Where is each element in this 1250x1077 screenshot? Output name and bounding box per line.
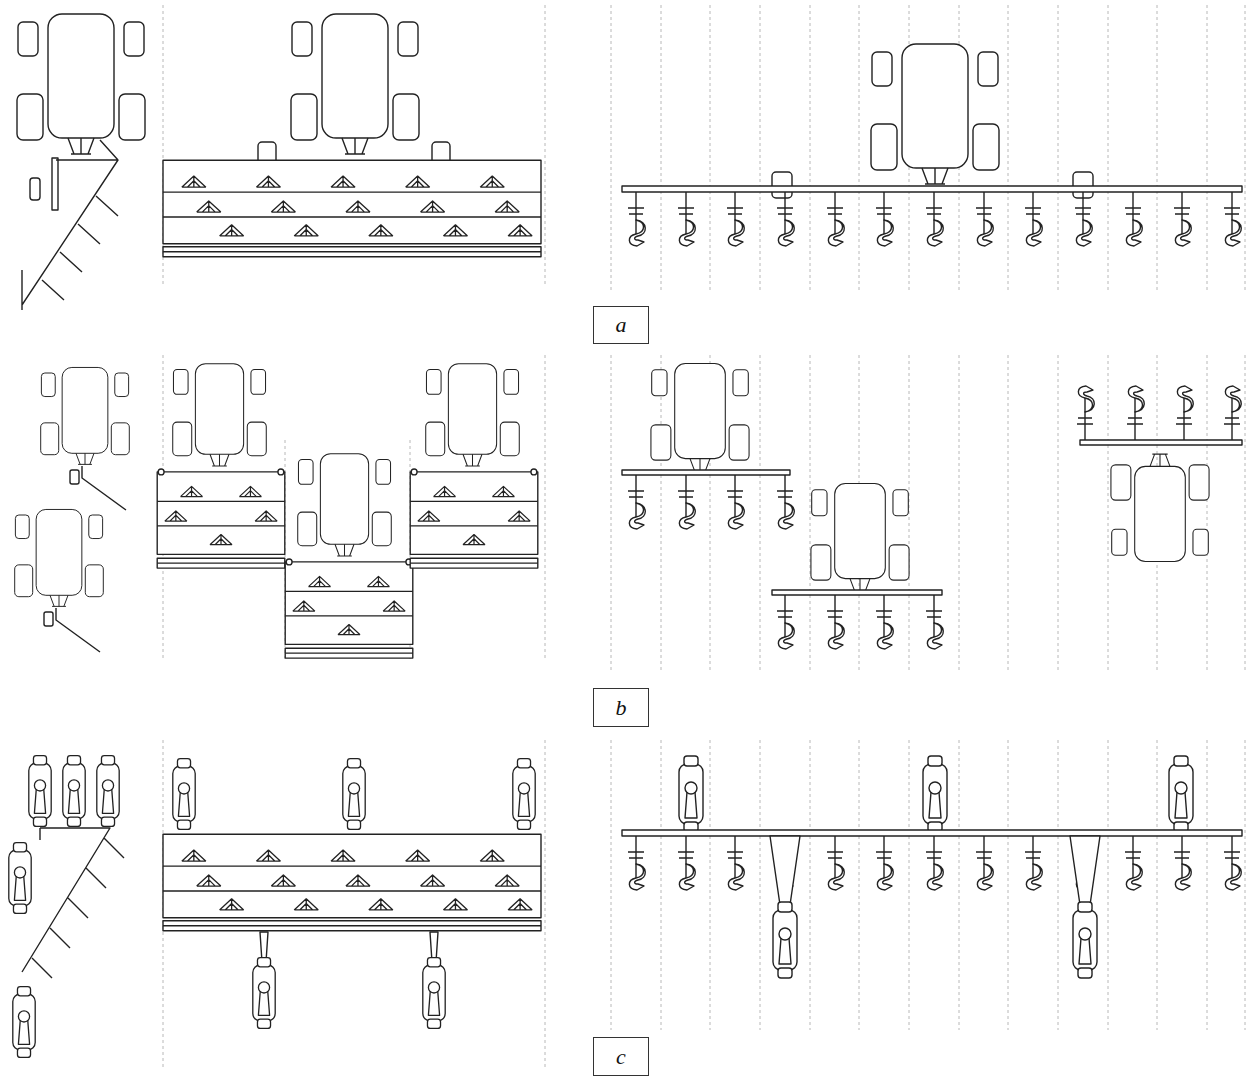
machines (9, 14, 1242, 1057)
panel-label-box: c (593, 1037, 649, 1076)
tractor-cultivator (622, 44, 1242, 246)
panel-label-box: b (593, 688, 649, 727)
panel-letter: c (616, 1046, 626, 1068)
tractors-small-harrows (157, 364, 538, 658)
panel-label-box: a (593, 306, 649, 344)
tractors-small-cultivators (622, 364, 1242, 649)
robots-cultivator (622, 756, 1242, 978)
tractor-diagonal-harrow (17, 14, 145, 310)
tractor-wide-harrow (163, 14, 541, 257)
row-guide-lines (163, 5, 1245, 1070)
panel-letter: b (616, 697, 627, 719)
panel-letter: a (616, 314, 627, 336)
small-tractors (15, 367, 130, 652)
robots-diagonal-harrow (9, 756, 124, 1058)
robots-wide-harrow (163, 759, 541, 1029)
